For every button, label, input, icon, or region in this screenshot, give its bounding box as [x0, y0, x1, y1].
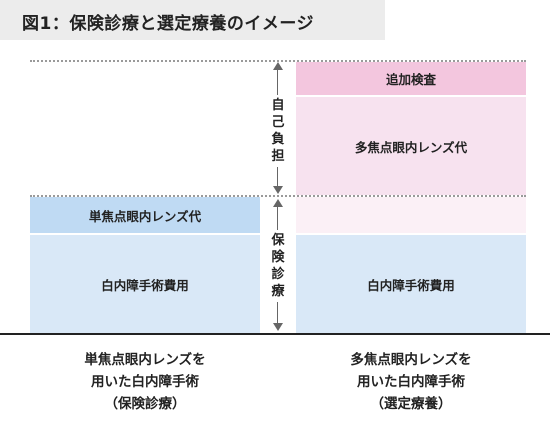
left-caption-line: 用いた白内障手術: [91, 374, 199, 390]
title-band: [0, 0, 385, 40]
self-pay-arrow-up-icon: [273, 62, 283, 70]
right-lens-cost-box: 多焦点眼内レンズ代: [296, 97, 526, 195]
left-caption-line: 単焦点眼内レンズを: [84, 352, 206, 368]
page-title: 図1：保険診療と選定療養のイメージ: [22, 14, 314, 34]
insurance-label: 保 険 診 療: [269, 230, 287, 302]
right-caption-line: 多焦点眼内レンズを: [350, 352, 472, 368]
right-lens-cost-label: 多焦点眼内レンズ代: [354, 139, 468, 155]
insurance-char: 療: [271, 284, 285, 299]
insurance-arrow-down-icon: [273, 323, 283, 331]
right-surgery-cost-box: 白内障手術費用: [296, 235, 526, 333]
right-additional-exam-box: 追加検査: [296, 62, 526, 95]
right-lens-cost-lower-box: [296, 197, 526, 233]
self-pay-char: 担: [271, 149, 285, 164]
right-additional-exam-label: 追加検査: [385, 72, 436, 87]
left-caption-line: （保険診療）: [104, 396, 186, 412]
self-pay-arrow-down-icon: [273, 186, 283, 194]
self-pay-label: 自 己 負 担: [269, 95, 287, 167]
self-pay-char: 己: [271, 115, 285, 130]
left-lens-cost-label: 単焦点眼内レンズ代: [88, 208, 202, 224]
right-caption-line: 用いた白内障手術: [357, 374, 465, 390]
right-caption: 多焦点眼内レンズを 用いた白内障手術 （選定療養）: [296, 349, 526, 415]
insurance-arrow-up-icon: [273, 199, 283, 207]
right-caption-line: （選定療養）: [370, 396, 452, 412]
insurance-char: 保: [271, 233, 285, 248]
left-surgery-cost-label: 白内障手術費用: [101, 277, 189, 293]
self-pay-char: 負: [271, 132, 285, 147]
top-dotted-line: [30, 60, 526, 62]
baseline: [0, 333, 550, 335]
left-lens-cost-box: 単焦点眼内レンズ代: [30, 197, 260, 233]
self-pay-char: 自: [271, 98, 285, 113]
right-surgery-cost-label: 白内障手術費用: [367, 277, 455, 293]
insurance-char: 診: [271, 267, 285, 282]
insurance-char: 険: [271, 250, 285, 265]
left-caption: 単焦点眼内レンズを 用いた白内障手術 （保険診療）: [30, 349, 260, 415]
left-surgery-cost-box: 白内障手術費用: [30, 235, 260, 333]
middle-dotted-line: [30, 195, 526, 197]
